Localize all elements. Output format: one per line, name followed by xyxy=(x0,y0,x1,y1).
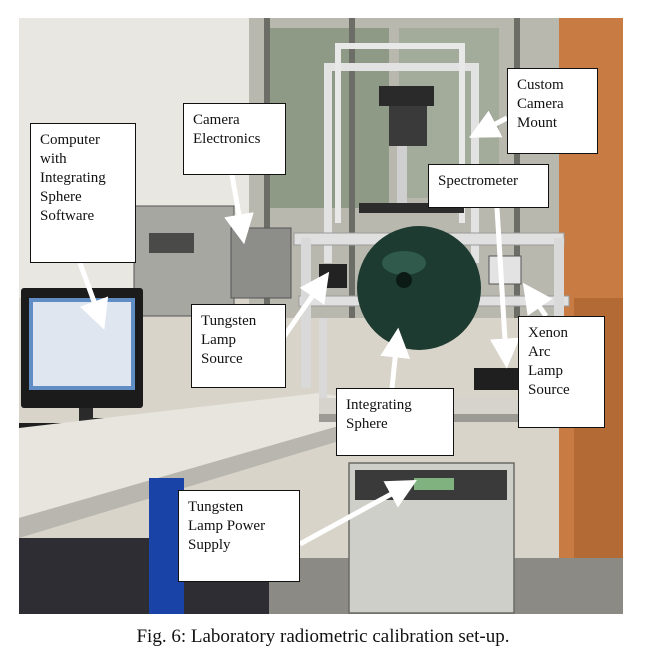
label-xenon-arc-lamp-source: Xenon Arc Lamp Source xyxy=(518,316,605,428)
label-computer: Computer with Integrating Sphere Softwar… xyxy=(30,123,136,263)
label-camera-electronics: Camera Electronics xyxy=(183,103,286,175)
label-custom-camera-mount: Custom Camera Mount xyxy=(507,68,598,154)
figure-caption: Fig. 6: Laboratory radiometric calibrati… xyxy=(136,626,510,647)
label-integrating-sphere: Integrating Sphere xyxy=(336,388,454,456)
label-tungsten-lamp-source: Tungsten Lamp Source xyxy=(191,304,286,388)
label-tungsten-lamp-power-supply: Tungsten Lamp Power Supply xyxy=(178,490,300,582)
label-spectrometer: Spectrometer xyxy=(428,164,549,208)
